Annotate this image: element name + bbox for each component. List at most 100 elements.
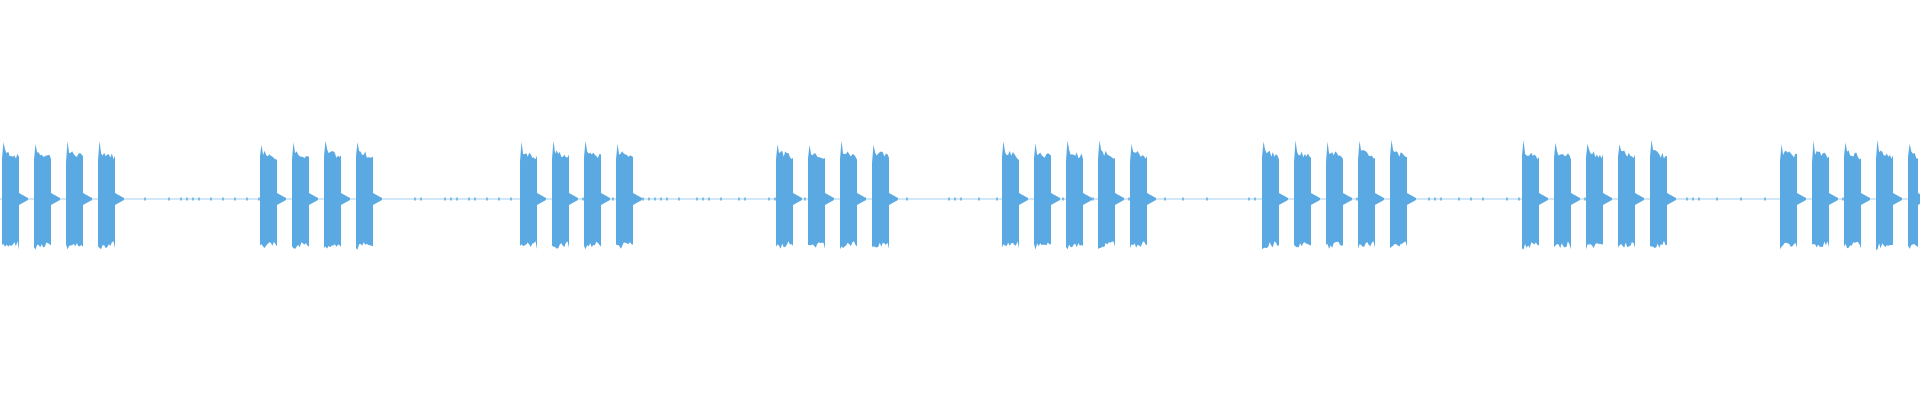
noise-speck [906, 197, 908, 201]
waveform-tail [1667, 193, 1676, 205]
waveform-tail [1861, 193, 1870, 205]
noise-speck [1308, 197, 1310, 201]
waveform-burst [1554, 142, 1571, 250]
noise-speck [1110, 197, 1112, 201]
noise-speck [1428, 197, 1430, 201]
waveform-burst [1294, 140, 1311, 248]
noise-speck [792, 197, 794, 201]
noise-speck [600, 197, 602, 201]
noise-speck [864, 197, 866, 201]
noise-speck [498, 197, 500, 201]
noise-speck [420, 197, 422, 201]
noise-speck [996, 197, 998, 201]
noise-speck [54, 197, 56, 201]
noise-speck [1152, 197, 1154, 201]
noise-speck [642, 197, 644, 201]
noise-speck [708, 197, 710, 201]
noise-speck [1440, 197, 1442, 201]
waveform-tail [1375, 193, 1384, 205]
noise-speck [648, 197, 650, 201]
noise-speck [1128, 197, 1130, 201]
waveform-burst [1358, 140, 1375, 249]
waveform-burst [872, 144, 889, 249]
waveform-tail [373, 193, 382, 205]
noise-speck [654, 197, 656, 201]
noise-speck [1788, 197, 1790, 201]
waveform-burst [1780, 144, 1797, 250]
noise-speck [534, 197, 536, 201]
noise-speck [1518, 197, 1520, 201]
noise-speck [1002, 197, 1004, 201]
waveform-tail [1407, 193, 1416, 205]
waveform-tail [1147, 193, 1156, 205]
noise-speck [570, 197, 572, 201]
noise-speck [1248, 197, 1250, 201]
waveform-tail [1797, 193, 1806, 205]
noise-speck [720, 197, 722, 201]
noise-speck [330, 197, 332, 201]
waveform-tail [1829, 193, 1838, 205]
noise-speck [1506, 197, 1508, 201]
waveform-tail [341, 193, 350, 205]
waveform-burst [1586, 143, 1603, 250]
noise-speck [372, 197, 374, 201]
noise-speck [1692, 197, 1694, 201]
noise-speck [366, 197, 368, 201]
waveform-burst [1098, 140, 1115, 249]
noise-speck [1182, 197, 1184, 201]
noise-speck [90, 197, 92, 201]
waveform-burst [584, 140, 601, 250]
waveform-tail [1279, 193, 1288, 205]
waveform-tail [309, 193, 318, 205]
waveform-burst [1618, 144, 1635, 248]
noise-speck [1686, 197, 1688, 201]
noise-speck [198, 197, 200, 201]
noise-speck [1470, 197, 1472, 201]
waveform-burst [1650, 139, 1667, 248]
waveform-tail [1603, 193, 1612, 205]
noise-speck [486, 197, 488, 201]
noise-speck [1698, 197, 1700, 201]
waveform-burst [1876, 139, 1893, 250]
waveform-burst [1066, 140, 1083, 250]
noise-speck [468, 197, 470, 201]
noise-speck [444, 197, 446, 201]
noise-speck [840, 197, 842, 201]
waveform-burst [808, 144, 825, 249]
noise-speck [1584, 197, 1586, 201]
noise-speck [948, 197, 950, 201]
waveform-tail [1115, 193, 1124, 205]
waveform-tail [1343, 193, 1352, 205]
noise-speck [738, 197, 740, 201]
waveform-burst [552, 140, 569, 249]
noise-speck [210, 197, 212, 201]
noise-speck [1350, 197, 1352, 201]
noise-speck [1842, 197, 1844, 201]
noise-speck [1848, 197, 1850, 201]
waveform-tail [601, 193, 610, 205]
noise-speck [1062, 197, 1064, 201]
noise-speck [582, 197, 584, 201]
waveform-bursts [2, 139, 1920, 250]
noise-speck [1338, 197, 1340, 201]
noise-speck [1092, 197, 1094, 201]
noise-speck [744, 197, 746, 201]
waveform-burst [324, 140, 341, 249]
noise-speck [1764, 197, 1766, 201]
waveform-burst [2, 142, 19, 250]
waveform-tail [825, 193, 834, 205]
noise-speck [960, 197, 962, 201]
noise-speck [1818, 197, 1820, 201]
noise-speck [1650, 197, 1652, 201]
noise-speck [696, 197, 698, 201]
noise-speck [414, 197, 416, 201]
noise-speck [1572, 197, 1574, 201]
waveform-tail [1019, 193, 1028, 205]
noise-speck [186, 197, 188, 201]
noise-speck [1626, 197, 1628, 201]
noise-speck [192, 197, 194, 201]
noise-speck [768, 197, 770, 201]
noise-speck [336, 197, 338, 201]
